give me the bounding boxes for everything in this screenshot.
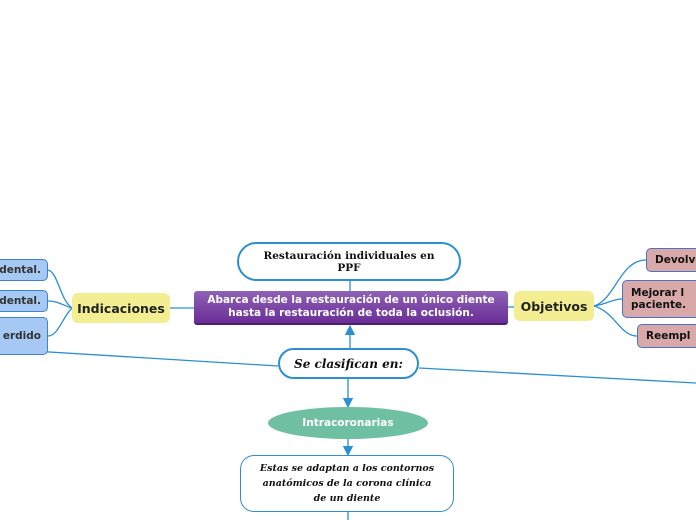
- objetivo-item-2[interactable]: Mejorar l paciente.: [622, 280, 696, 318]
- objetivo-item-1[interactable]: Devolve: [646, 248, 696, 272]
- title-text: Restauración individuales en PPF: [263, 249, 435, 274]
- description-node[interactable]: Abarca desde la restauración de un único…: [194, 291, 508, 325]
- clasifican-text: Se clasifican en:: [294, 356, 403, 371]
- indicacion-item-text: erdido: [2, 330, 41, 342]
- indicacion-item-3[interactable]: erdido: [0, 317, 48, 355]
- adaptan-node[interactable]: Estas se adaptan a los contornos anatómi…: [240, 455, 454, 512]
- intracoronarias-node[interactable]: Intracoronarias: [268, 407, 428, 439]
- clasifican-node[interactable]: Se clasifican en:: [278, 348, 419, 379]
- indicacion-item-text: dental.: [0, 295, 41, 307]
- objetivo-item-3[interactable]: Reempl: [637, 324, 696, 348]
- description-text: Abarca desde la restauración de un único…: [207, 294, 495, 319]
- objetivo-item-text: Devolve: [655, 254, 696, 266]
- indicacion-item-text: dental.: [0, 264, 41, 276]
- adaptan-text: Estas se adaptan a los contornos anatómi…: [259, 463, 435, 504]
- title-node[interactable]: Restauración individuales en PPF: [237, 242, 461, 281]
- indicaciones-node[interactable]: Indicaciones: [72, 293, 170, 323]
- objetivo-item-text: Reempl: [646, 330, 691, 342]
- indicacion-item-2[interactable]: dental.: [0, 290, 48, 312]
- intracoronarias-text: Intracoronarias: [302, 417, 394, 429]
- indicaciones-label: Indicaciones: [77, 300, 165, 316]
- indicacion-item-1[interactable]: dental.: [0, 259, 48, 281]
- objetivos-node[interactable]: Objetivos: [514, 291, 594, 321]
- objetivos-label: Objetivos: [520, 298, 588, 314]
- objetivo-item-text: Mejorar l paciente.: [631, 287, 687, 311]
